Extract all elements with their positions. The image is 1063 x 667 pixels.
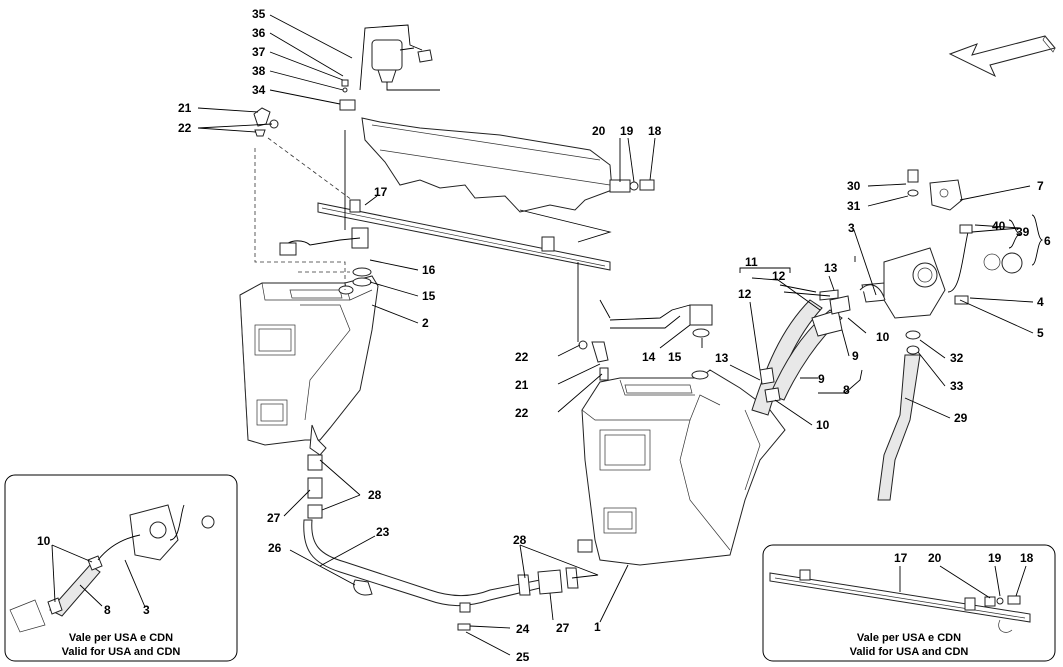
bracket-11	[739, 267, 791, 273]
callout-20: 20	[592, 124, 606, 138]
inset-left-callout-3: 3	[143, 603, 150, 617]
callout-32: 32	[950, 351, 964, 365]
callout-22c: 22	[515, 406, 529, 420]
inset-left-caption-it: Vale per USA e CDN	[69, 632, 173, 644]
callout-8: 8	[843, 383, 850, 397]
callout-14: 14	[642, 350, 656, 364]
callout-21: 21	[178, 101, 192, 115]
inset-left-callout-8: 8	[104, 603, 111, 617]
callout-12b: 12	[738, 287, 752, 301]
callout-3: 3	[848, 221, 855, 235]
callout-40: 40	[992, 219, 1006, 233]
brace-39	[1008, 219, 1022, 249]
callout-5: 5	[1037, 326, 1044, 340]
right-fuel-tank	[577, 369, 786, 566]
inset-usa-cdn-right: 17 20 19 18 Vale per USA e CDN Valid for…	[762, 544, 1056, 662]
callout-7: 7	[1037, 179, 1044, 193]
callout-38: 38	[252, 64, 266, 78]
callout-35: 35	[252, 7, 266, 21]
callout-22: 22	[178, 121, 192, 135]
small-fittings	[253, 79, 713, 381]
callout-27b: 27	[556, 621, 570, 635]
callout-33: 33	[950, 379, 964, 393]
callout-31: 31	[847, 199, 861, 213]
inset-right-callout-20: 20	[928, 551, 942, 565]
callout-34: 34	[252, 83, 266, 97]
heat-shield	[361, 117, 613, 213]
callout-22b: 22	[515, 350, 529, 364]
inset-left-caption-en: Valid for USA and CDN	[62, 646, 181, 658]
callout-12: 12	[772, 269, 786, 283]
inset-left-callout-10: 10	[37, 534, 51, 548]
filler-neck-assembly	[751, 169, 1023, 501]
callout-15b: 15	[668, 350, 682, 364]
callout-26: 26	[268, 541, 282, 555]
leader-lines	[197, 14, 1034, 656]
inset-right-callout-17: 17	[894, 551, 908, 565]
callout-6: 6	[1044, 234, 1051, 248]
inset-right-caption-it: Vale per USA e CDN	[857, 632, 961, 644]
callout-30: 30	[847, 179, 861, 193]
callout-10b: 10	[816, 418, 830, 432]
hose-clamp-left	[279, 242, 297, 256]
vapor-canister	[359, 24, 440, 91]
callout-15: 15	[422, 289, 436, 303]
inset-right-callout-18: 18	[1020, 551, 1034, 565]
callout-13b: 13	[715, 351, 729, 365]
inset-right-callout-19: 19	[988, 551, 1002, 565]
inset-right-caption-en: Valid for USA and CDN	[850, 646, 969, 658]
callout-1: 1	[594, 620, 601, 634]
callout-13: 13	[824, 261, 838, 275]
direction-arrow-icon	[948, 35, 1056, 78]
callout-11: 11	[745, 255, 758, 269]
callout-19: 19	[620, 124, 634, 138]
callout-29: 29	[954, 411, 968, 425]
callout-16: 16	[422, 263, 436, 277]
callout-2: 2	[422, 316, 429, 330]
callout-17: 17	[374, 185, 388, 199]
brace-6	[1031, 214, 1044, 266]
callout-23: 23	[376, 525, 390, 539]
fuel-rail	[317, 199, 611, 271]
callout-21b: 21	[515, 378, 529, 392]
callout-10: 10	[876, 330, 890, 344]
callout-25: 25	[516, 650, 530, 664]
callout-28: 28	[368, 488, 382, 502]
vapor-hose-mid	[609, 304, 691, 321]
callout-27: 27	[267, 511, 281, 525]
callout-9: 9	[852, 349, 859, 363]
inset-usa-cdn-left: 10 8 3 Vale per USA e CDN Valid for USA …	[4, 474, 238, 662]
callout-39: 39	[1016, 225, 1030, 239]
callout-37: 37	[252, 45, 266, 59]
callout-4: 4	[1037, 295, 1044, 309]
callout-9b: 9	[818, 372, 825, 386]
callout-18: 18	[648, 124, 662, 138]
callout-36: 36	[252, 26, 266, 40]
callout-24: 24	[516, 622, 530, 636]
left-fuel-tank	[239, 275, 379, 456]
callout-labels: 35 36 37 38 34 21 22 17 16 15 2 20 19 18…	[178, 7, 1051, 664]
bracket-8	[818, 369, 863, 394]
callout-28b: 28	[513, 533, 527, 547]
